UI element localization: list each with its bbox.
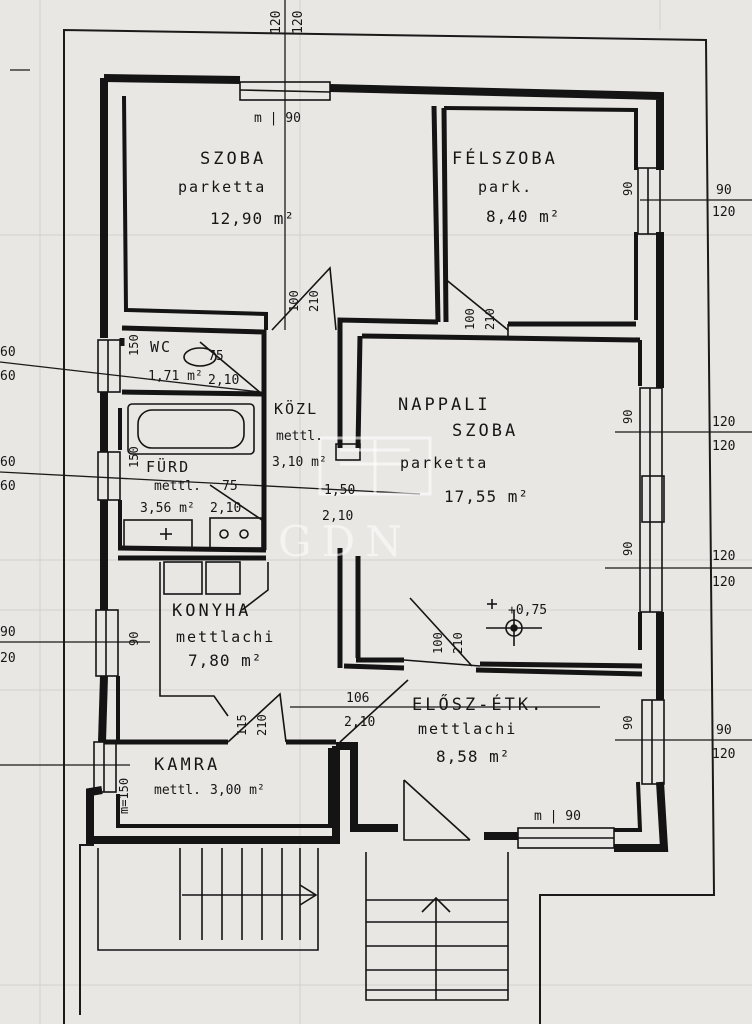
room-eloszetk: ELŐSZ-ÉTK. mettlachi 8,58 m² (412, 693, 544, 766)
room-konyha-area: 7,80 m² (188, 651, 262, 670)
dim-right-120d: 120 (712, 549, 735, 564)
dim-right-120e: 120 (712, 575, 735, 590)
room-konyha-name: KONYHA (172, 601, 251, 621)
dim-window-top: m | 90 (254, 111, 301, 126)
outer-walls-inner (116, 95, 643, 832)
stove-icon (209, 517, 263, 549)
room-wc-area: 1,71 m² (148, 369, 203, 384)
dim-opening-210: 2,10 (322, 509, 353, 524)
dim-door-kamra-210: 210 (255, 714, 269, 736)
stairs-left (97, 848, 319, 951)
dim-door-felszoba-100: 100 (463, 308, 477, 330)
ceiling-light-icon (486, 599, 542, 646)
room-eloszetk-floor: mettlachi (418, 720, 517, 738)
room-szoba: SZOBA parketta 12,90 m² (178, 149, 295, 228)
room-nappali-area: 17,55 m² (444, 487, 529, 506)
dim-left-90a: 90 (0, 625, 16, 640)
dim-win-150-wc: 150 (127, 334, 141, 356)
room-eloszetk-area: 8,58 m² (436, 747, 510, 766)
room-konyha-floor: mettlachi (176, 628, 275, 646)
dim-win-90-elosz: 90 (621, 716, 635, 730)
dim-door-kamra-115: 115 (235, 714, 249, 736)
dimension-texts: m | 90 m | 90 120 120 90 120 120 120 120… (0, 11, 735, 824)
room-kamra: KAMRA mettl. 3,00 m² (154, 755, 265, 798)
doors (199, 266, 509, 841)
room-nappali-name1: NAPPALI (398, 395, 491, 415)
dim-right-120c: 120 (712, 439, 735, 454)
room-kozl: KÖZL mettl. 3,10 m² (272, 399, 327, 470)
room-furdo-floor: mettl. (154, 479, 201, 494)
watermark-logo: GDN (278, 436, 432, 566)
room-nappali-floor: parketta (400, 454, 488, 472)
room-szoba-floor: parketta (178, 178, 266, 196)
room-felszoba-name: FÉLSZOBA (452, 147, 558, 169)
room-szoba-name: SZOBA (200, 149, 266, 169)
dim-right-120a: 120 (712, 205, 735, 220)
dim-light-elevation: +0,75 (508, 603, 547, 618)
dim-window-bottom: m | 90 (534, 809, 581, 824)
dim-right-120f: 120 (712, 747, 735, 762)
dim-door-entry-106: 106 (346, 691, 369, 706)
dim-door-nappali-210: 210 (451, 632, 465, 654)
dim-win-90-nappali-b: 90 (621, 542, 635, 556)
dim-right-90a: 90 (716, 183, 732, 198)
room-kozl-floor: mettl. (276, 429, 323, 444)
dim-top-120b: 120 (291, 11, 306, 34)
room-felszoba-floor: park. (478, 178, 533, 196)
room-nappali-name2: SZOBA (452, 421, 518, 441)
room-furdo-name: FÜRD (146, 457, 190, 476)
dim-win-90-felszoba: 90 (621, 182, 635, 196)
plot-boundary (63, 28, 716, 1024)
dim-opening-150: 1,50 (324, 483, 355, 498)
room-nappali: NAPPALI SZOBA parketta 17,55 m² (398, 395, 529, 506)
dim-win-kamra: m=150 (117, 778, 131, 814)
room-furdo-area: 3,56 m² (140, 501, 195, 516)
dim-left-20: 20 (0, 651, 16, 666)
room-szoba-area: 12,90 m² (210, 209, 295, 228)
room-kamra-name: KAMRA (154, 755, 220, 775)
dim-door-felszoba-210: 210 (483, 308, 497, 330)
bathtub-icon (127, 403, 255, 455)
room-felszoba-area: 8,40 m² (486, 207, 560, 226)
interior-walls (104, 105, 643, 745)
toilet-icon (183, 347, 217, 367)
room-wc-name: WC (150, 338, 172, 356)
watermark-text: GDN (278, 517, 412, 566)
room-furdo: FÜRD mettl. 75 3,56 m² 2,10 (140, 457, 241, 516)
windows (93, 81, 665, 849)
room-kamra-area: 3,00 m² (210, 783, 265, 798)
dim-left-60b: 60 (0, 369, 16, 384)
room-eloszetk-name: ELŐSZ-ÉTK. (412, 693, 544, 715)
stairs-right (365, 852, 509, 1001)
room-furdo-door: 2,10 (210, 501, 241, 516)
dim-door-nappali-100: 100 (431, 632, 445, 654)
room-wc: WC 75 1,71 m² 2,10 (148, 338, 239, 388)
dim-right-90b: 90 (716, 723, 732, 738)
dim-left-60c: 60 (0, 455, 16, 470)
room-konyha: KONYHA mettlachi 7,80 m² (172, 601, 275, 670)
dim-win-90-konyha: 90 (127, 632, 141, 646)
room-felszoba: FÉLSZOBA park. 8,40 m² (452, 147, 560, 226)
dim-right-120b: 120 (712, 415, 735, 430)
room-wc-door: 2,10 (208, 373, 239, 388)
dim-left-60d: 60 (0, 479, 16, 494)
dim-win-90-nappali: 90 (621, 410, 635, 424)
room-furdo-dim: 75 (222, 479, 238, 494)
dimension-lines (0, 0, 752, 766)
dim-door-szoba-100: 100 (287, 290, 301, 312)
dim-door-szoba-210: 210 (307, 290, 321, 312)
dim-win-150-furdo: 150 (127, 446, 141, 468)
room-wc-dim: 75 (208, 349, 224, 364)
dim-top-120a: 120 (269, 11, 284, 34)
fixtures (123, 347, 361, 717)
room-kamra-floor: mettl. (154, 783, 201, 798)
dim-left-60a: 60 (0, 345, 16, 360)
dim-door-entry-210: 2,10 (344, 715, 375, 730)
room-kozl-name: KÖZL (274, 399, 318, 418)
room-kozl-area: 3,10 m² (272, 455, 327, 470)
